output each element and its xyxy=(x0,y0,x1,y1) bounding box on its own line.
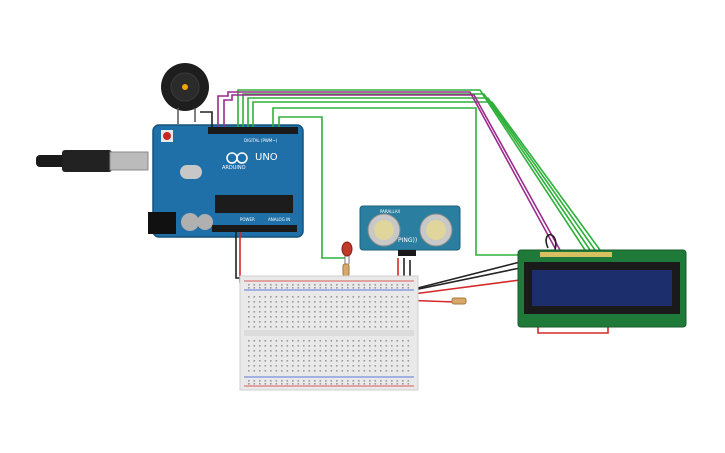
resistor-led[interactable] xyxy=(342,263,350,277)
sensor-header-label: PARALLAX xyxy=(380,209,401,214)
wire-bundle-purple[interactable] xyxy=(217,91,561,251)
red-led[interactable] xyxy=(341,241,353,270)
lcd-screen xyxy=(532,270,672,306)
breadboard[interactable] xyxy=(239,275,419,391)
sensor-model-label: PING)) xyxy=(398,237,417,244)
arduino-model-label: UNO xyxy=(255,152,278,163)
arduino-brand-label: ARDUINO xyxy=(222,165,246,171)
ultrasonic-sensor-ping[interactable]: PING)) PARALLAX xyxy=(359,205,461,256)
arduino-digital-label: DIGITAL (PWM~) xyxy=(244,138,278,143)
piezo-buzzer[interactable] xyxy=(161,63,209,124)
arduino-uno-board[interactable]: ARDUINO UNO DIGITAL (PWM~) POWER ANALOG … xyxy=(148,124,304,238)
wire-bundle-green[interactable] xyxy=(237,89,601,259)
lcd-16x2-display[interactable] xyxy=(517,249,687,328)
usb-cable[interactable] xyxy=(36,150,149,172)
arduino-power-label: POWER xyxy=(240,217,255,222)
resistor-lcd[interactable] xyxy=(451,297,467,305)
arduino-analog-label: ANALOG IN xyxy=(268,217,290,222)
